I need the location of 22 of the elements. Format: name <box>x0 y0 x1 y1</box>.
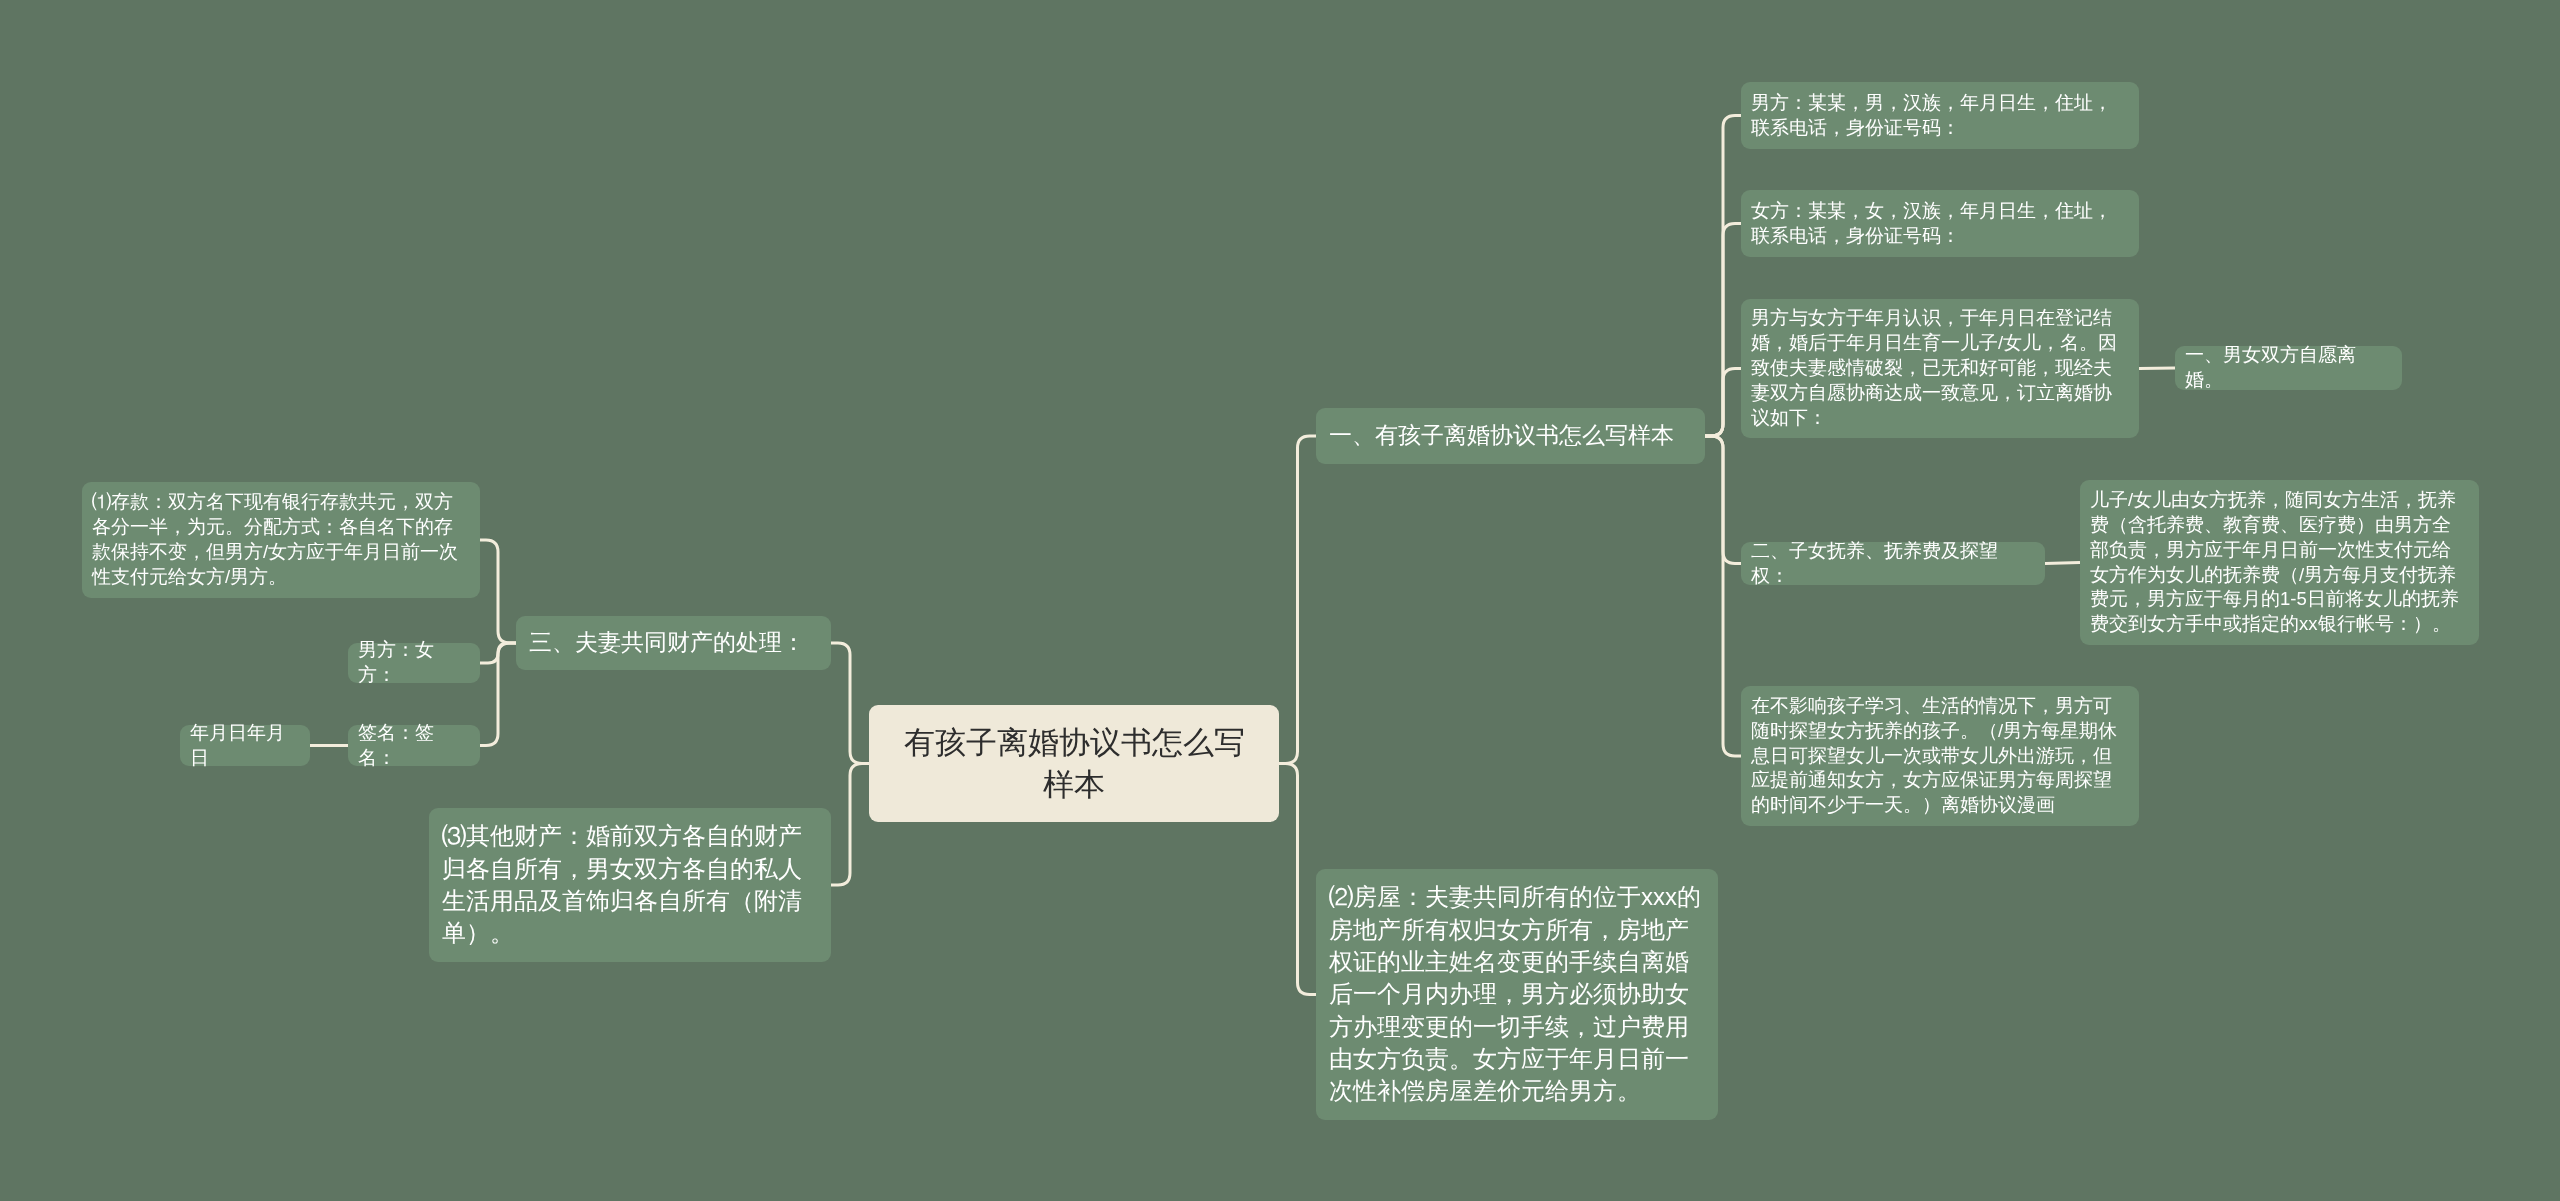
topic-box: 三、夫妻共同财产的处理： <box>516 616 831 670</box>
subtopic-box: 一、男女双方自愿离婚。 <box>2175 346 2402 390</box>
subtopic-box: 在不影响孩子学习、生活的情况下，男方可随时探望女方抚养的孩子。（/男方每星期休息日可探望女儿一次或带女儿外出游玩，但应提前通知女方，女方应保证男方每周探望的时间不少于一天。）离婚协议漫画 <box>1741 686 2139 826</box>
central-topic-box: 有孩子离婚协议书怎么写样本 <box>869 705 1279 822</box>
connector-line <box>1279 762 1316 996</box>
subtopic-box: 女方：某某，女，汉族，年月日生，住址，联系电话，身份证号码： <box>1741 190 2139 257</box>
connector-line <box>310 744 348 747</box>
subtopic-box: 二、子女抚养、抚养费及探望权： <box>1741 542 2045 585</box>
subtopic-box: 男方与女方于年月认识，于年月日在登记结婚，婚后于年月日生育一儿子/女儿，名。因致使夫妻感情破裂，已无和好可能，现经夫妻双方自愿协商达成一致意见，订立离婚协议如下： <box>1741 299 2139 438</box>
subtopic-box: 签名：签名： <box>348 725 480 766</box>
connector-line <box>2044 561 2081 565</box>
subtopic-box: 年月日年月日 <box>180 725 310 766</box>
subtopic-box: 男方：某某，男，汉族，年月日生，住址，联系电话，身份证号码： <box>1741 82 2139 149</box>
connector-line <box>2138 366 2176 370</box>
topic-box: ⑶其他财产：婚前双方各自的财产归各自所有，男女双方各自的私人生活用品及首饰归各自所有（附清单）。 <box>429 808 831 962</box>
topic-box: 一、有孩子离婚协议书怎么写样本 <box>1316 408 1705 464</box>
subtopic-box: 儿子/女儿由女方抚养，随同女方生活，抚养费（含托养费、教育费、医疗费）由男方全部负责，男方应于年月日前一次性支付元给女方作为女儿的抚养费（/男方每月支付抚养费元，男方应于每月的1-5日前将女儿的抚养费交到女方手中或指定的xx银行帐号：）。 <box>2080 480 2479 645</box>
connector-line <box>1705 434 1741 758</box>
topic-box: ⑵房屋：夫妻共同所有的位于xxx的房地产所有权归女方所有，房地产权证的业主姓名变更的手续自离婚后一个月内办理，男方必须协助女方办理变更的一切手续，过户费用由女方负责。女方应于年月日前一次性补偿房屋差价元给男方。 <box>1316 869 1718 1120</box>
connector-line <box>480 641 516 747</box>
subtopic-box: ⑴存款：双方名下现有银行存款共元，双方各分一半，为元。分配方式：各自名下的存款保持不变，但男方/女方应于年月日前一次性支付元给女方/男方。 <box>82 482 480 598</box>
connector-line <box>831 762 869 887</box>
